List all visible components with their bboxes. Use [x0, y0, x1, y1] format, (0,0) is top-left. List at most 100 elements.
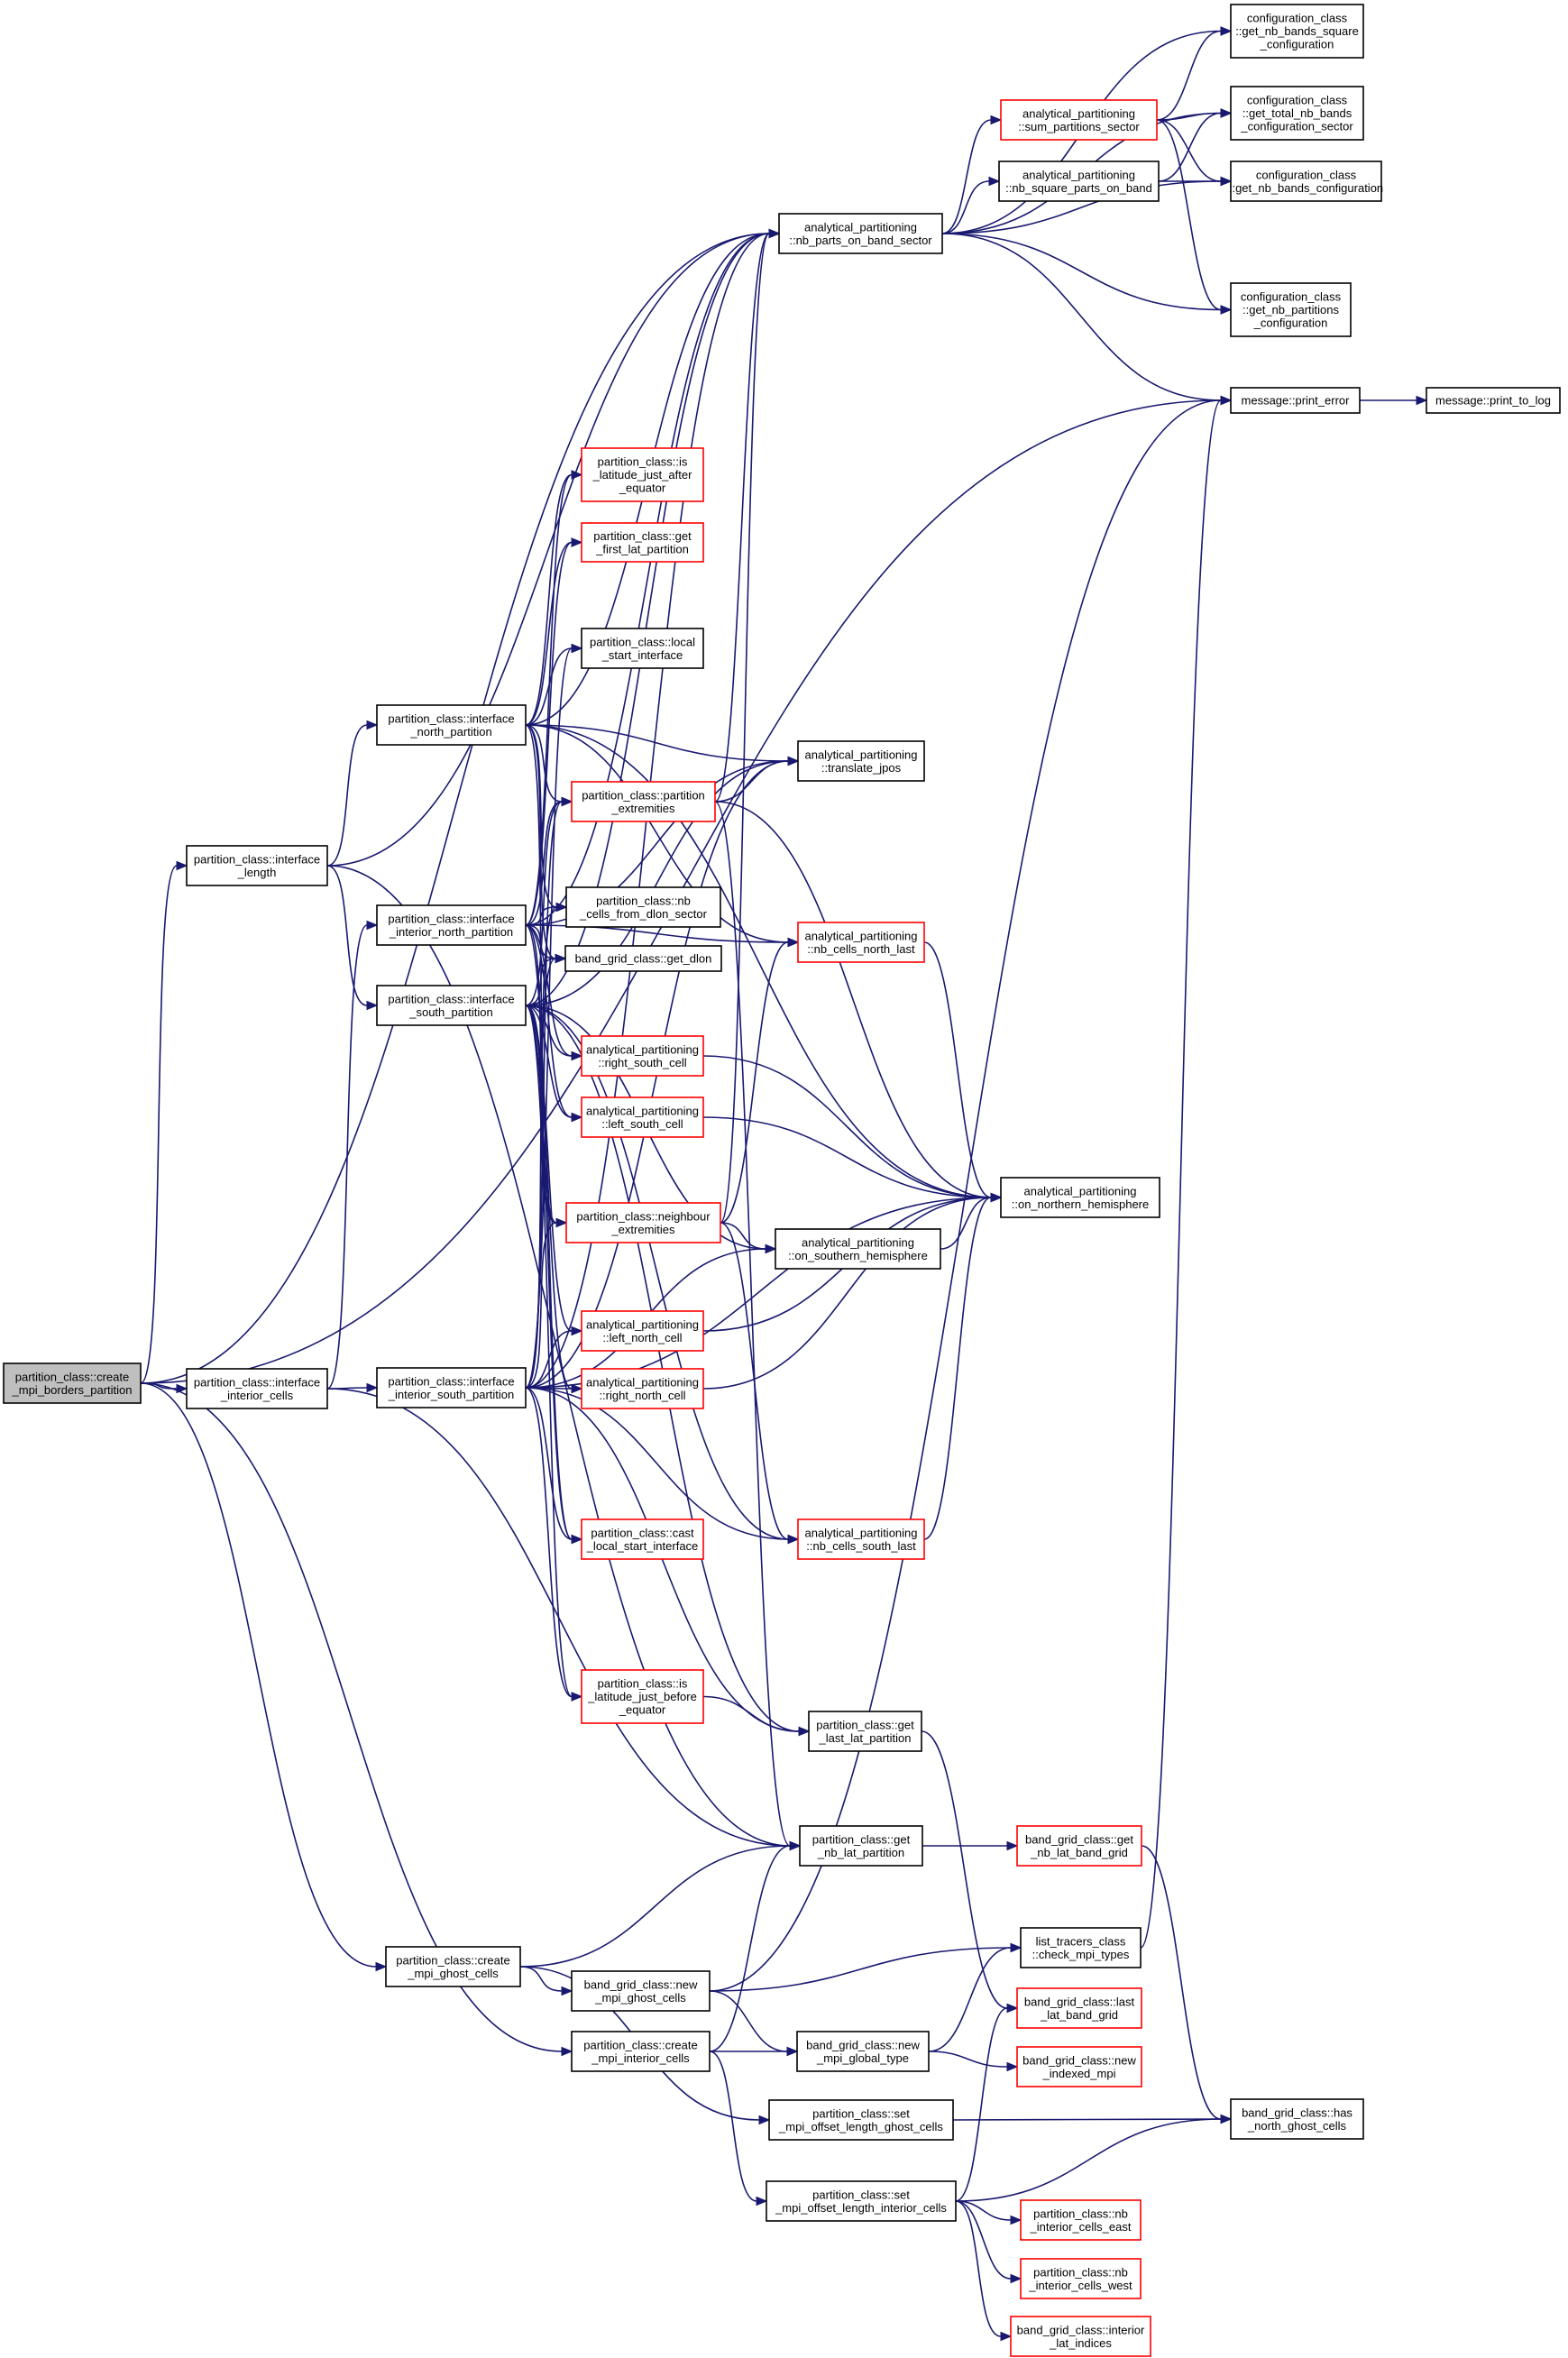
node-partition-extremities[interactable]: partition_class::partition_extremities: [571, 781, 716, 822]
node-left-south-cell[interactable]: analytical_partitioning::left_south_cell: [581, 1096, 704, 1138]
edge-check_mpi_types-to-print_error: [1140, 395, 1233, 1949]
node-box: [571, 2031, 711, 2072]
node-box: [385, 1946, 521, 1987]
edge-arrowhead: [798, 1726, 811, 1737]
edge-neighbour_extremities-to-nb_cells_south_last: [720, 1222, 800, 1545]
edge-line: [525, 1330, 573, 1389]
node-get-dlon[interactable]: band_grid_class::get_dlon: [564, 945, 722, 972]
node-set-mpi-offset-length-interior-cells[interactable]: partition_class::set_mpi_offset_length_i…: [766, 2180, 957, 2222]
node-right-south-cell[interactable]: analytical_partitioning::right_south_cel…: [581, 1035, 704, 1077]
node-get-first-lat-partition[interactable]: partition_class::get_first_lat_partition: [581, 522, 704, 563]
node-check-mpi-types[interactable]: list_tracers_class::check_mpi_types: [1020, 1927, 1142, 1968]
node-interface-north-partition[interactable]: partition_class::interface_north_partiti…: [376, 704, 527, 746]
node-new-mpi-global-type[interactable]: band_grid_class::new_mpi_global_type: [796, 2031, 930, 2072]
node-nb-cells-from-dlon-sector[interactable]: partition_class::nb_cells_from_dlon_sect…: [565, 886, 721, 928]
node-get-nb-bands-square-configuration[interactable]: configuration_class::get_nb_bands_square…: [1230, 4, 1364, 59]
node-interface-interior-south-partition[interactable]: partition_class::interface_interior_sout…: [376, 1367, 527, 1408]
edge-line: [525, 233, 770, 926]
node-sum-partitions-sector[interactable]: analytical_partitioning::sum_partitions_…: [1000, 99, 1158, 141]
node-label: band_grid_class::new: [1022, 2053, 1136, 2067]
node-get-nb-partitions-configuration[interactable]: configuration_class::get_nb_partitions_c…: [1230, 282, 1352, 337]
edge-neighbour_extremities-to-on_southern_hemisphere: [720, 1222, 777, 1254]
node-label: ::nb_cells_south_last: [806, 1539, 916, 1553]
node-label: configuration_class: [1256, 168, 1357, 181]
node-label: _interior_cells_east: [1029, 2220, 1131, 2234]
edge-arrowhead: [571, 1534, 583, 1545]
node-box: [581, 1310, 704, 1352]
edge-new_mpi_ghost_cells-to-check_mpi_types: [709, 1942, 1022, 1992]
edge-line: [525, 1387, 789, 1540]
node-label: _configuration: [1253, 317, 1328, 330]
edge-line: [525, 760, 789, 1006]
node-right-north-cell[interactable]: analytical_partitioning::right_north_cel…: [581, 1368, 704, 1409]
edge-arrowhead: [1220, 2114, 1233, 2124]
edge-nb_cells_south_last-to-on_northern_hemisphere: [923, 1192, 1003, 1540]
node-set-mpi-offset-length-ghost-cells[interactable]: partition_class::set_mpi_offset_length_g…: [768, 2099, 954, 2141]
node-new-mpi-ghost-cells[interactable]: band_grid_class::new_mpi_ghost_cells: [571, 1970, 711, 2012]
node-has-north-ghost-cells[interactable]: band_grid_class::has_north_ghost_cells: [1230, 2098, 1364, 2140]
node-interior-lat-indices[interactable]: band_grid_class::interior_lat_indices: [1010, 2316, 1151, 2357]
node-on-southern-hemisphere[interactable]: analytical_partitioning::on_southern_hem…: [775, 1228, 941, 1270]
edge-arrowhead: [555, 1217, 568, 1228]
node-print-error[interactable]: message::print_error: [1230, 387, 1361, 414]
node-get-total-nb-bands-configuration-sector[interactable]: configuration_class::get_total_nb_bands_…: [1230, 86, 1364, 141]
node-last-lat-band-grid[interactable]: band_grid_class::last_lat_band_grid: [1016, 1987, 1142, 2029]
node-label: partition_class::get: [593, 529, 692, 543]
edge-arrowhead: [1010, 2215, 1022, 2225]
node-print-to-log[interactable]: message::print_to_log: [1426, 387, 1561, 414]
node-interface-south-partition[interactable]: partition_class::interface_south_partiti…: [376, 985, 527, 1026]
edge-line: [702, 1197, 992, 1390]
node-create-mpi-interior-cells[interactable]: partition_class::create_mpi_interior_cel…: [571, 2031, 711, 2072]
node-label: _mpi_global_type: [816, 2051, 909, 2065]
node-is-latitude-just-after-equator[interactable]: partition_class::is_latitude_just_after_…: [581, 447, 704, 502]
edge-set_mpi_offset_length_interior_cells-to-nb_interior_cells_east: [955, 2200, 1022, 2225]
node-label: _latitude_just_after: [592, 468, 693, 482]
node-label: analytical_partitioning: [802, 1235, 914, 1249]
node-get-last-lat-partition[interactable]: partition_class::get_last_lat_partition: [808, 1711, 922, 1752]
node-nb-square-parts-on-band[interactable]: analytical_partitioning::nb_square_parts…: [998, 161, 1160, 202]
node-label: partition_class::interface: [194, 1375, 320, 1389]
edge-create_mpi_interior_cells-to-set_mpi_offset_length_interior_cells: [709, 2051, 768, 2207]
node-label: ::on_southern_hemisphere: [788, 1249, 928, 1262]
node-left-north-cell[interactable]: analytical_partitioning::left_north_cell: [581, 1310, 704, 1352]
node-nb-cells-south-last[interactable]: analytical_partitioning::nb_cells_south_…: [797, 1518, 925, 1560]
node-local-start-interface[interactable]: partition_class::local_start_interface: [581, 628, 704, 669]
node-create-mpi-ghost-cells[interactable]: partition_class::create_mpi_ghost_cells: [385, 1946, 521, 1987]
edge-sum_partitions_sector-to-get_nb_bands_square_configuration: [1156, 26, 1233, 121]
edge-line: [525, 801, 563, 1006]
node-get-nb-lat-band-grid[interactable]: band_grid_class::get_nb_lat_band_grid: [1016, 1825, 1142, 1867]
node-interface-interior-north-partition[interactable]: partition_class::interface_interior_nort…: [376, 904, 527, 946]
node-new-indexed-mpi[interactable]: band_grid_class::new_indexed_mpi: [1016, 2046, 1142, 2087]
edge-print_error-to-print_to_log: [1360, 395, 1428, 406]
node-on-northern-hemisphere[interactable]: analytical_partitioning::on_northern_hem…: [1000, 1177, 1160, 1218]
node-label: partition_class::create: [15, 1370, 129, 1383]
edge-arrowhead: [561, 1986, 573, 1996]
edge-arrowhead: [1006, 2061, 1019, 2072]
node-create-mpi-borders-partition[interactable]: partition_class::create_mpi_borders_part…: [3, 1363, 142, 1404]
node-interface-length[interactable]: partition_class::interface_length: [186, 845, 328, 886]
node-translate-jpos[interactable]: analytical_partitioning::translate_jpos: [797, 740, 925, 782]
node-nb-interior-cells-west[interactable]: partition_class::nb_interior_cells_west: [1020, 2258, 1142, 2299]
node-label: partition_class::interface: [388, 711, 514, 725]
edge-arrowhead: [1000, 2331, 1013, 2342]
edge-line: [525, 473, 573, 926]
node-nb-cells-north-last[interactable]: analytical_partitioning::nb_cells_north_…: [797, 922, 925, 963]
node-label: _lat_indices: [1049, 2336, 1112, 2350]
node-nb-interior-cells-east[interactable]: partition_class::nb_interior_cells_east: [1020, 2199, 1142, 2241]
node-is-latitude-just-before-equator[interactable]: partition_class::is_latitude_just_before…: [581, 1669, 704, 1724]
edge-partition_extremities-to-on_northern_hemisphere: [714, 801, 1003, 1203]
node-get-nb-lat-partition[interactable]: partition_class::get_nb_lat_partition: [799, 1825, 923, 1867]
edge-line: [714, 801, 791, 1847]
edge-line: [928, 2051, 1008, 2068]
edge-line: [955, 2200, 1002, 2337]
node-label: _mpi_interior_cells: [591, 2051, 690, 2065]
node-label: analytical_partitioning: [586, 1042, 699, 1056]
node-label: band_grid_class::last: [1024, 1995, 1135, 2008]
node-interface-interior-cells[interactable]: partition_class::interface_interior_cell…: [186, 1368, 328, 1409]
node-cast-local-start-interface[interactable]: partition_class::cast_local_start_interf…: [581, 1518, 704, 1560]
node-label: _last_lat_partition: [819, 1731, 912, 1745]
edge-line: [714, 233, 770, 803]
node-nb-parts-on-band-sector[interactable]: analytical_partitioning::nb_parts_on_ban…: [778, 213, 943, 254]
node-get-nb-bands-configuration[interactable]: configuration_class::get_nb_bands_config…: [1229, 161, 1383, 202]
node-neighbour-extremities[interactable]: partition_class::neighbour_extremities: [565, 1202, 721, 1243]
